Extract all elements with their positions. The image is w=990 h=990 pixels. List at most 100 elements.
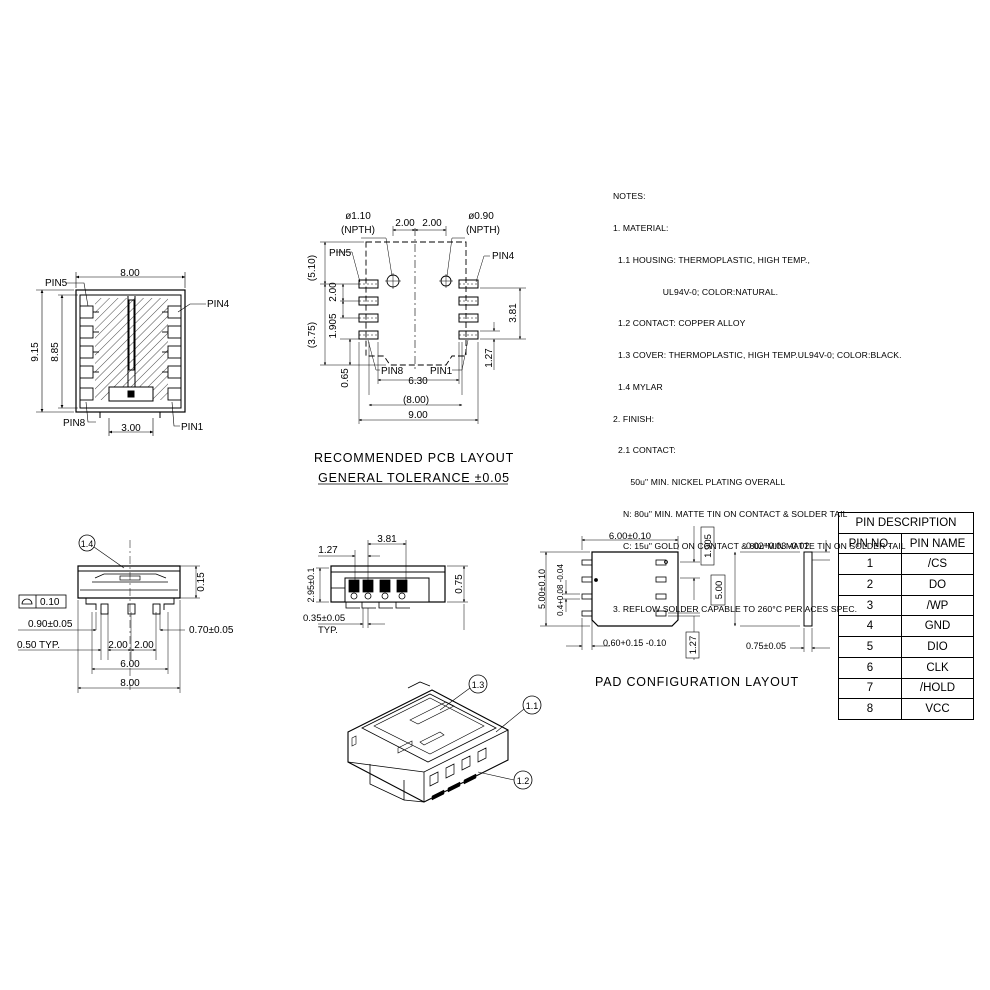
pcb-dim-127: 1.27	[484, 348, 495, 368]
pcb-dim-1905: 1.905	[328, 313, 339, 338]
top-pin4-label: PIN4	[207, 299, 230, 310]
pin-name: CLK	[901, 656, 974, 679]
pcb-layout-labels: ø1.10 (NPTH) ø0.90 (NPTH) 2.00 2.00 (5.1…	[307, 211, 519, 485]
pin-name: VCC	[901, 698, 974, 720]
pcb-pin1-label: PIN1	[430, 366, 453, 377]
pad-layout-labels: 6.00±0.10 1.905 5.00±0.10 0.4+0.08 -0.04…	[537, 526, 809, 689]
pcb-pin4-label: PIN4	[492, 251, 515, 262]
pcb-dim-800: (8.00)	[403, 395, 429, 406]
front-dim-pad-right: 0.70±0.05	[189, 625, 234, 636]
notes-block: NOTES: 1. MATERIAL: 1.1 HOUSING: THERMOP…	[613, 170, 906, 626]
top-view	[36, 272, 206, 436]
pcb-pin5-label: PIN5	[329, 248, 352, 259]
pin-no: 8	[838, 698, 902, 720]
pin-no: 3	[838, 594, 902, 617]
pin-name: /CS	[901, 553, 974, 576]
notes-line: NOTES:	[613, 191, 646, 202]
pcb-dim-900: 9.00	[408, 410, 428, 421]
top-height-outer-label: 9.15	[30, 342, 41, 362]
pcb-layout-title: RECOMMENDED PCB LAYOUT	[314, 451, 514, 465]
pcb-hole-left-label: ø1.10	[345, 211, 371, 222]
notes-line: UL94V-0; COLOR:NATURAL.	[613, 286, 779, 297]
pin-table-header-no: PIN NO.	[838, 532, 902, 555]
pad-dim-500r: 5.00	[714, 581, 725, 600]
pad-dim-600: 6.00±0.10	[609, 531, 651, 542]
pin-no: 4	[838, 615, 902, 638]
front-dim-015: 0.15	[196, 572, 207, 592]
pin-name: DO	[901, 574, 974, 596]
notes-line: 2.1 CONTACT:	[613, 445, 676, 456]
pad-dim-002: 0.02+0.03 -0.02	[746, 541, 809, 551]
pin-name: /HOLD	[901, 677, 974, 700]
pad-dim-500: 5.00±0.10	[537, 569, 547, 609]
top-pin8-label: PIN8	[63, 418, 86, 429]
pin-no: 6	[838, 656, 902, 679]
top-width-label: 8.00	[120, 268, 140, 279]
pcb-dim-630: 6.30	[408, 376, 428, 387]
pcb-hole-right-label: ø0.90	[468, 211, 494, 222]
notes-line: 1.1 HOUSING: THERMOPLASTIC, HIGH TEMP.,	[613, 254, 811, 265]
pad-dim-04: 0.4+0.08 -0.04	[556, 564, 565, 616]
pin-no: 7	[838, 677, 902, 700]
pad-dim-075: 0.75±0.05	[746, 641, 786, 651]
side-dim-295: 2.95±0.1	[306, 568, 316, 603]
pcb-dim-375: (3.75)	[307, 322, 318, 348]
front-dim-600: 6.00	[120, 659, 140, 670]
pin-table-caption: PIN DESCRIPTION	[838, 512, 974, 534]
pin-no: 5	[838, 636, 902, 658]
front-flatness-value: 0.10	[40, 597, 60, 608]
side-dim-035: 0.35±0.05	[303, 613, 345, 624]
notes-line: 1. MATERIAL:	[613, 222, 669, 233]
notes-line: 1.4 MYLAR	[613, 381, 663, 392]
pad-dim-060: 0.60+0.15 -0.10	[603, 638, 666, 648]
front-callout-14: 1.4	[81, 539, 94, 549]
pin-no: 2	[838, 574, 902, 596]
pin-table-header-row: PIN NO. PIN NAME	[838, 532, 974, 555]
front-dim-typ: 0.50 TYP.	[17, 640, 60, 651]
pcb-pin8-label: PIN8	[381, 366, 404, 377]
notes-line: 2. FINISH:	[613, 413, 655, 424]
pad-dim-127: 1.27	[688, 636, 699, 655]
pcb-dim-381: 3.81	[508, 303, 519, 323]
top-bottom-label: 3.00	[121, 423, 141, 434]
top-pin5-label: PIN5	[45, 278, 68, 289]
pin-table-caption-row: PIN DESCRIPTION	[838, 512, 974, 534]
top-pin1-label: PIN1	[181, 422, 204, 433]
side-dim-075: 0.75	[454, 574, 465, 594]
top-height-inner-label: 8.85	[50, 342, 61, 362]
front-dim-800: 8.00	[120, 678, 140, 689]
pin-no: 1	[838, 553, 902, 576]
pcb-dim-510: (5.10)	[307, 255, 318, 281]
iso-view	[347, 674, 542, 803]
pcb-dim-top-left: 2.00	[395, 218, 415, 229]
pcb-layout	[318, 226, 526, 485]
front-dim-pitch-left: 2.00	[108, 640, 128, 651]
front-view	[18, 534, 200, 693]
table-row: 1/CS	[838, 553, 974, 576]
side-dim-typ: TYP.	[318, 625, 338, 636]
notes-line: 1.2 CONTACT: COPPER ALLOY	[613, 318, 746, 329]
pin-table-header-name: PIN NAME	[901, 532, 974, 555]
pcb-dim-200: 2.00	[328, 282, 339, 302]
pad-layout-title: PAD CONFIGURATION LAYOUT	[595, 675, 799, 689]
front-dim-pitch-right: 2.00	[134, 640, 154, 651]
top-view-hatch	[95, 298, 168, 400]
pad-dim-127-box	[685, 631, 700, 659]
top-view-labels: 8.00 9.15 8.85 3.00 PIN5 PIN4 PIN8 PIN1	[30, 268, 230, 434]
side-dim-381: 3.81	[377, 534, 397, 545]
side-view	[316, 540, 468, 630]
pin-name: /WP	[901, 594, 974, 617]
pad-dim-1905-box	[700, 526, 715, 566]
pin-name: GND	[901, 615, 974, 638]
pcb-dim-065: 0.65	[340, 368, 351, 388]
table-row: 3/WP	[838, 594, 974, 617]
front-dim-pad: 0.90±0.05	[28, 619, 73, 630]
iso-callout-contact: 1.2	[517, 776, 530, 786]
pad-dim-1905: 1.905	[703, 534, 714, 558]
